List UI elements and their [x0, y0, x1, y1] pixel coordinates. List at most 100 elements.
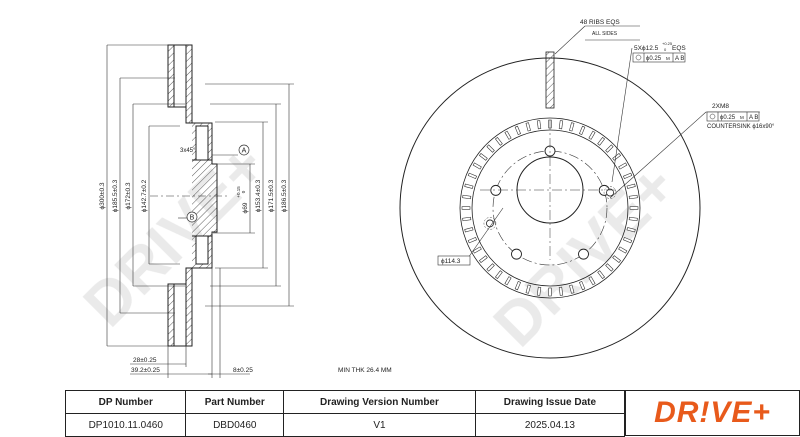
datum-b-label: B: [190, 215, 195, 222]
abs-slot: [525, 284, 531, 294]
dim-d69-tol-lower: 0: [241, 190, 246, 193]
bolt-hole: [490, 184, 502, 196]
abs-slot: [514, 125, 521, 135]
countersink-label: COUNTERSINK ϕ16x90°: [707, 124, 775, 130]
value-drawing-issue-date: 2025.04.13: [474, 413, 626, 437]
chamfer-label: 3x45°: [180, 148, 196, 154]
thread-mod: M: [740, 115, 744, 120]
pcd-label: ϕ114.3: [441, 258, 461, 265]
abs-ring: [461, 119, 639, 297]
value-part-number: DBD0460: [185, 413, 285, 437]
abs-slot: [494, 136, 503, 146]
abs-slot: [623, 237, 633, 244]
dim-w39-2: 39.2±0.25: [131, 367, 160, 374]
dim-w28: 28±0.25: [133, 357, 157, 364]
pos-mod-holes: M: [666, 56, 670, 61]
abs-slot: [626, 227, 636, 233]
abs-slot: [579, 125, 586, 135]
bolt-hole: [511, 248, 522, 260]
header-part-number: Part Number: [185, 390, 285, 414]
abs-slot: [472, 162, 482, 170]
abs-slot: [626, 183, 636, 189]
abs-slot: [597, 270, 606, 280]
abs-slot: [536, 120, 542, 130]
thread-tol: ϕ0.25: [720, 115, 736, 121]
abs-slot: [588, 130, 596, 140]
holes-label: 5Xϕ12.5: [634, 45, 659, 52]
all-sides-label: ALL SIDES: [592, 31, 618, 37]
holes-eqs-label: EQS: [672, 45, 686, 52]
abs-slot: [467, 172, 477, 179]
abs-slot: [536, 286, 542, 296]
abs-slot: [478, 255, 488, 264]
header-dp-number: DP Number: [64, 390, 187, 414]
abs-slot: [618, 162, 628, 170]
threaded-hole: [606, 188, 614, 197]
abs-slot: [494, 270, 503, 280]
abs-slot: [628, 194, 638, 200]
abs-slot: [462, 216, 472, 222]
dim-d153-4: ϕ153.4±0.3: [255, 179, 262, 212]
title-block: DP Number Part Number Drawing Version Nu…: [64, 390, 800, 437]
abs-slot: [472, 246, 482, 254]
abs-slot: [605, 263, 614, 272]
technical-drawing: DRIVE+ DRIVE+: [71, 19, 775, 378]
abs-slot: [464, 227, 474, 233]
abs-slot: [548, 287, 552, 297]
abs-slot: [467, 237, 477, 244]
watermark-text-left: DRIVE+: [71, 132, 279, 340]
holes-tol-upper: +0.25: [662, 41, 673, 46]
dim-d185-5: ϕ185.5±0.3: [112, 179, 119, 212]
abs-slot: [504, 130, 512, 140]
dim-d186-5: ϕ186.5±0.3: [281, 179, 288, 212]
abs-slot: [462, 194, 472, 200]
dim-d172: ϕ172±0.3: [125, 182, 132, 209]
header-drawing-issue-date: Drawing Issue Date: [474, 390, 626, 414]
abs-slot: [478, 152, 488, 161]
abs-slot: [569, 122, 575, 132]
ribs-label: 48 RIBS EQS: [580, 19, 620, 26]
front-view: 48 RIBS EQS ALL SIDES 5Xϕ12.5 +0.25 0 EQ…: [338, 19, 775, 374]
dim-d171-5: ϕ171.5±0.3: [268, 179, 275, 212]
abs-slot: [597, 136, 606, 146]
abs-slot: [461, 206, 471, 210]
thread-ref: A B: [749, 115, 758, 121]
abs-slot: [623, 172, 633, 179]
title-block-table: DP Number Part Number Drawing Version Nu…: [64, 390, 626, 437]
watermark: DRIVE+ DRIVE+: [71, 132, 689, 360]
abs-slot: [486, 144, 495, 153]
brand-logo: DR!VE+: [625, 390, 800, 436]
section-view: 3x45° A B ϕ300±0.3 ϕ185.5±0.3 ϕ172±0.3 ϕ…: [99, 44, 294, 378]
abs-slot: [629, 206, 639, 210]
abs-slot: [579, 281, 586, 291]
value-dp-number: DP1010.11.0460: [64, 413, 187, 437]
abs-slot: [612, 255, 622, 264]
abs-slot: [558, 120, 564, 130]
dim-d69: ϕ69: [242, 202, 249, 213]
pos-tol-holes: ϕ0.25: [646, 56, 662, 62]
abs-slot: [525, 122, 531, 132]
abs-slot: [558, 286, 564, 296]
abs-slot: [612, 152, 622, 161]
pos-ref-holes: A B: [675, 56, 684, 62]
abs-slot: [618, 246, 628, 254]
abs-slot: [464, 183, 474, 189]
header-drawing-version: Drawing Version Number: [283, 390, 476, 414]
dim-w8: 8±0.25: [233, 367, 253, 374]
dim-d300: ϕ300±0.3: [99, 182, 106, 209]
dim-d142-7: ϕ142.7±0.2: [141, 179, 148, 212]
value-drawing-version: V1: [283, 413, 476, 437]
abs-slot: [504, 276, 512, 286]
min-thk-label: MIN THK 26.4 MM: [338, 367, 392, 374]
abs-slot: [514, 281, 521, 291]
abs-slot: [486, 263, 495, 272]
dim-d69-tol-upper: +0.15: [236, 186, 241, 198]
datum-a-label: A: [242, 148, 247, 155]
abs-slot: [605, 144, 614, 153]
thread-label: 2XM8: [712, 103, 729, 110]
abs-slot: [588, 276, 596, 286]
countersink-outline: [483, 217, 497, 230]
brand-logo-text: DR!VE+: [654, 396, 771, 429]
abs-slot: [569, 284, 575, 294]
abs-slot: [628, 216, 638, 222]
